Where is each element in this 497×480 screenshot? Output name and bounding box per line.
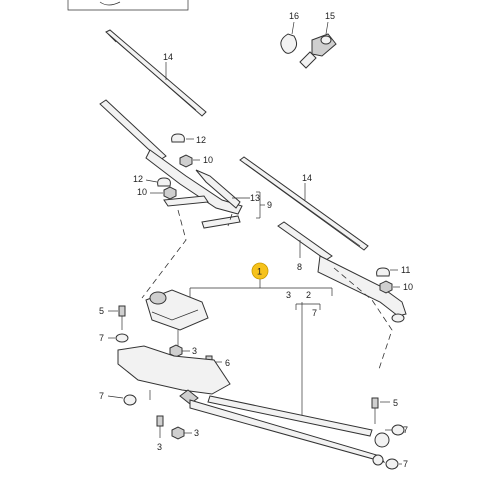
part-14-wiper-blade-right[interactable] [239,156,369,251]
callout-7-bottom-right: 7 [403,459,408,469]
part-3-bolt-bottom[interactable] [156,415,164,438]
dashed-guides [141,209,393,373]
previous-panel-fragment [67,0,189,11]
callout-10-upper: 10 [203,155,213,165]
part-7-grommet-left[interactable] [108,333,129,343]
callout-3-nut-bottom: 3 [194,428,199,438]
callout-7-lower-left: 7 [99,391,104,401]
callout-8: 8 [297,262,302,272]
callout-14-right: 14 [302,173,312,183]
callout-12-upper: 12 [196,135,206,145]
wiper-linkage-frame[interactable] [117,345,390,466]
callout-2: 2 [306,290,311,300]
callout-1-bracket [189,278,333,420]
callout-14-left: 14 [163,52,173,62]
callout-5-left: 5 [99,306,104,316]
callout-10-right: 10 [403,282,413,292]
callout-7-left: 7 [99,333,104,343]
callout-6: 6 [225,358,230,368]
part-7-grommet-lower-left[interactable] [107,394,137,406]
callout-3-center: 3 [192,346,197,356]
callout-15: 15 [325,11,335,21]
part-11-cap[interactable] [376,267,398,277]
part-12-cap-upper[interactable] [171,133,194,143]
callout-13: 13 [250,193,260,203]
part-10-nut-right[interactable] [379,280,400,294]
callout-10-lower: 10 [137,187,147,197]
wiper-arm-right[interactable] [277,221,407,323]
callout-12-lower: 12 [133,174,143,184]
part-5-bolt-left[interactable] [108,305,126,330]
part-3-nut-bottom[interactable] [171,426,192,440]
callout-3-bottom: 3 [157,442,162,452]
part-7-grommet-right[interactable] [385,424,405,436]
bracket-9-13 [232,191,265,219]
part-7-grommet-bottom-right[interactable] [385,458,402,470]
callout-9: 9 [267,200,272,210]
callout-1-highlight[interactable]: 1 [251,262,269,280]
callout-16: 16 [289,11,299,21]
part-3-nut-center[interactable] [169,344,190,358]
callout-5-right: 5 [393,398,398,408]
part-15-cap[interactable] [299,21,337,69]
wiper-motor[interactable] [145,289,209,346]
callout-7-top: 7 [312,308,317,318]
wiper-arm-left[interactable] [99,99,243,229]
part-10-nut-lower[interactable] [150,186,177,200]
part-5-bolt-right[interactable] [371,397,390,424]
part-10-nut-upper[interactable] [179,154,200,168]
part-14-wiper-blade-left[interactable] [105,29,207,117]
callout-3: 3 [286,290,291,300]
part-12-cap-lower[interactable] [145,177,171,187]
callout-11: 11 [401,265,410,275]
callout-7-right: 7 [403,425,408,435]
callout-1: 1 [257,267,262,277]
part-16-seal[interactable] [280,21,298,54]
